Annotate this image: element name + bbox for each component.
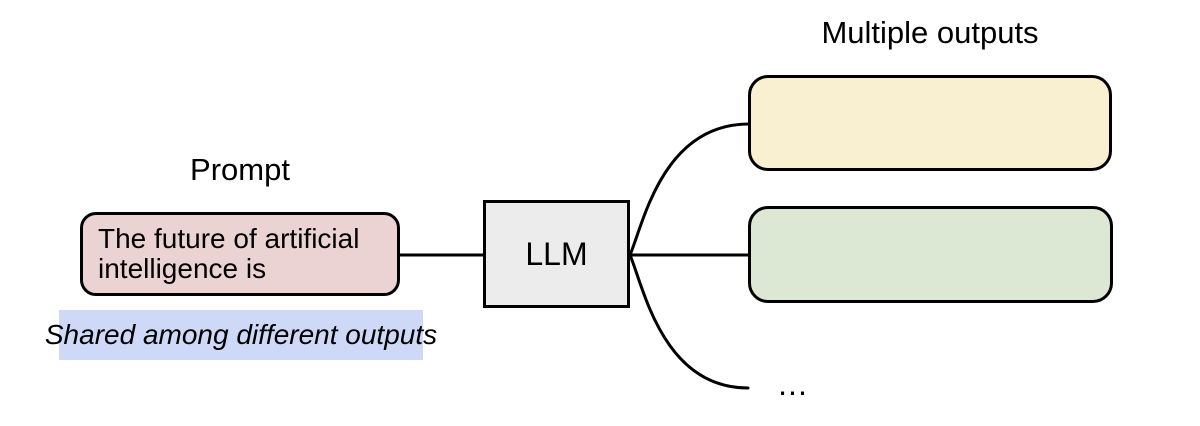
prompt-label: Prompt bbox=[190, 152, 290, 187]
prompt-box-text: The future of artificial intelligence is bbox=[98, 223, 360, 284]
llm-box: LLM bbox=[483, 200, 630, 308]
output-box-1 bbox=[748, 75, 1112, 171]
prompt-box: The future of artificial intelligence is bbox=[80, 212, 400, 296]
output-box-2 bbox=[748, 206, 1113, 303]
llm-label: LLM bbox=[525, 235, 588, 272]
connector-llm-to-output-1 bbox=[628, 122, 751, 257]
shared-note-text: Shared among different outputs bbox=[44, 319, 438, 350]
shared-note: Shared among different outputs bbox=[45, 310, 437, 360]
connector-llm-to-more-outputs bbox=[628, 253, 750, 390]
more-outputs-ellipsis: ... bbox=[778, 366, 808, 402]
outputs-label: Multiple outputs bbox=[821, 15, 1039, 50]
